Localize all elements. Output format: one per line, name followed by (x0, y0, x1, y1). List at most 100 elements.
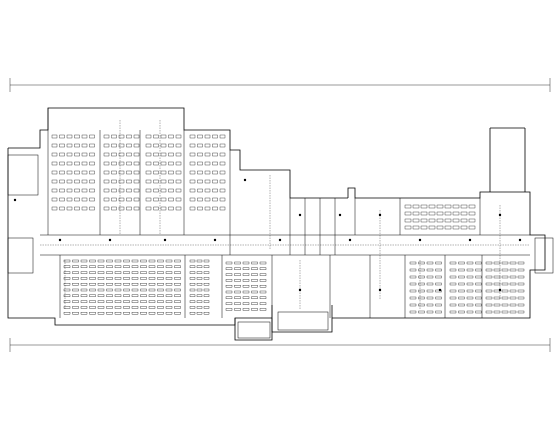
desk-hall-west (114, 271, 122, 274)
desk-hall-west (106, 259, 113, 263)
desk-hall-west (106, 294, 113, 297)
desk-room-4 (189, 161, 196, 166)
desk-hall-west (89, 283, 96, 286)
fixture-symbol (278, 238, 282, 242)
desk-room-3 (153, 188, 159, 193)
desk-hall-west (148, 259, 156, 263)
desk-room-3 (175, 197, 182, 202)
desk-room-4 (197, 143, 203, 148)
desk-east-2 (449, 282, 457, 286)
desk-lab-east (468, 211, 476, 216)
desk-room-1 (89, 134, 95, 139)
desk-room-2 (111, 179, 117, 184)
desk-room-1 (66, 152, 73, 157)
desk-lab-east (428, 225, 436, 230)
desk-hall-mid (196, 306, 203, 309)
desk-east-3 (485, 275, 493, 279)
desk-room-1 (66, 188, 73, 193)
desk-hall-center (225, 261, 233, 265)
desk-hall-west (89, 265, 96, 268)
desk-room-4 (197, 161, 203, 166)
desk-hall-center (234, 273, 241, 276)
desk-hall-west (131, 294, 139, 297)
desk-room-1 (66, 161, 73, 166)
desk-room-3 (175, 152, 182, 157)
desk-hall-center (259, 290, 267, 294)
desk-lab-east (428, 218, 436, 223)
restroom-block (7, 154, 39, 196)
desk-room-1 (74, 179, 80, 184)
desk-east-3 (485, 296, 493, 300)
desk-east-2 (466, 310, 474, 314)
desk-east-3 (493, 296, 501, 300)
desk-room-4 (212, 152, 218, 157)
desk-room-2 (133, 197, 140, 202)
desk-hall-center (251, 267, 258, 270)
desk-room-1 (89, 188, 95, 193)
desk-hall-west (148, 283, 156, 286)
desk-east-1 (409, 310, 417, 314)
desk-room-1 (89, 152, 95, 157)
desk-hall-west (123, 288, 130, 292)
desk-room-4 (219, 170, 226, 175)
desk-hall-west (89, 288, 96, 292)
desk-arrays (51, 134, 525, 315)
desk-room-2 (133, 134, 140, 139)
desk-room-2 (126, 197, 132, 202)
desk-room-4 (197, 134, 203, 139)
desk-room-1 (74, 134, 80, 139)
desk-hall-west (89, 312, 96, 315)
fixture-symbol (58, 238, 62, 242)
desk-hall-west (97, 312, 105, 315)
desk-east-3 (517, 310, 525, 314)
desk-hall-west (131, 300, 139, 303)
desk-room-2 (103, 161, 110, 166)
desk-room-4 (197, 152, 203, 157)
desk-hall-mid (189, 288, 196, 292)
desk-room-1 (66, 206, 73, 211)
desk-hall-mid (196, 271, 203, 274)
desk-east-1 (426, 282, 434, 286)
desk-hall-west (148, 306, 156, 309)
desk-room-1 (89, 179, 95, 184)
desk-east-3 (493, 282, 501, 286)
desk-hall-west (165, 271, 173, 274)
desk-hall-center (251, 273, 258, 276)
desk-hall-west (165, 294, 173, 297)
desk-hall-west (80, 306, 88, 309)
fixture-symbol (498, 213, 502, 217)
desk-room-1 (66, 179, 73, 184)
desk-east-3 (501, 275, 509, 279)
desk-hall-west (165, 277, 173, 280)
desk-room-2 (103, 188, 110, 193)
desk-room-3 (145, 179, 152, 184)
desk-hall-west (140, 265, 147, 268)
desk-hall-west (123, 283, 130, 286)
dimension-lines (9, 78, 551, 352)
desk-room-3 (160, 197, 167, 202)
desk-room-2 (111, 197, 117, 202)
desk-room-4 (197, 188, 203, 193)
desk-room-2 (111, 143, 117, 148)
desk-east-1 (426, 296, 434, 300)
desk-room-2 (118, 161, 125, 166)
desk-hall-west (80, 265, 88, 268)
desk-room-2 (118, 188, 125, 193)
desk-room-3 (153, 206, 159, 211)
desk-east-3 (493, 261, 501, 265)
desk-hall-west (72, 294, 79, 297)
desk-hall-west (97, 265, 105, 268)
desk-east-2 (475, 303, 482, 307)
desk-hall-west (72, 271, 79, 274)
desk-hall-west (97, 300, 105, 303)
desk-hall-west (123, 312, 130, 315)
dimension-top (9, 78, 551, 92)
desk-hall-west (97, 288, 105, 292)
desk-room-3 (145, 161, 152, 166)
desk-lab-east (436, 211, 444, 216)
desk-room-3 (175, 188, 182, 193)
desk-hall-mid (189, 277, 196, 280)
desk-hall-center (251, 308, 258, 311)
desk-hall-west (131, 306, 139, 309)
desk-room-1 (81, 152, 88, 157)
